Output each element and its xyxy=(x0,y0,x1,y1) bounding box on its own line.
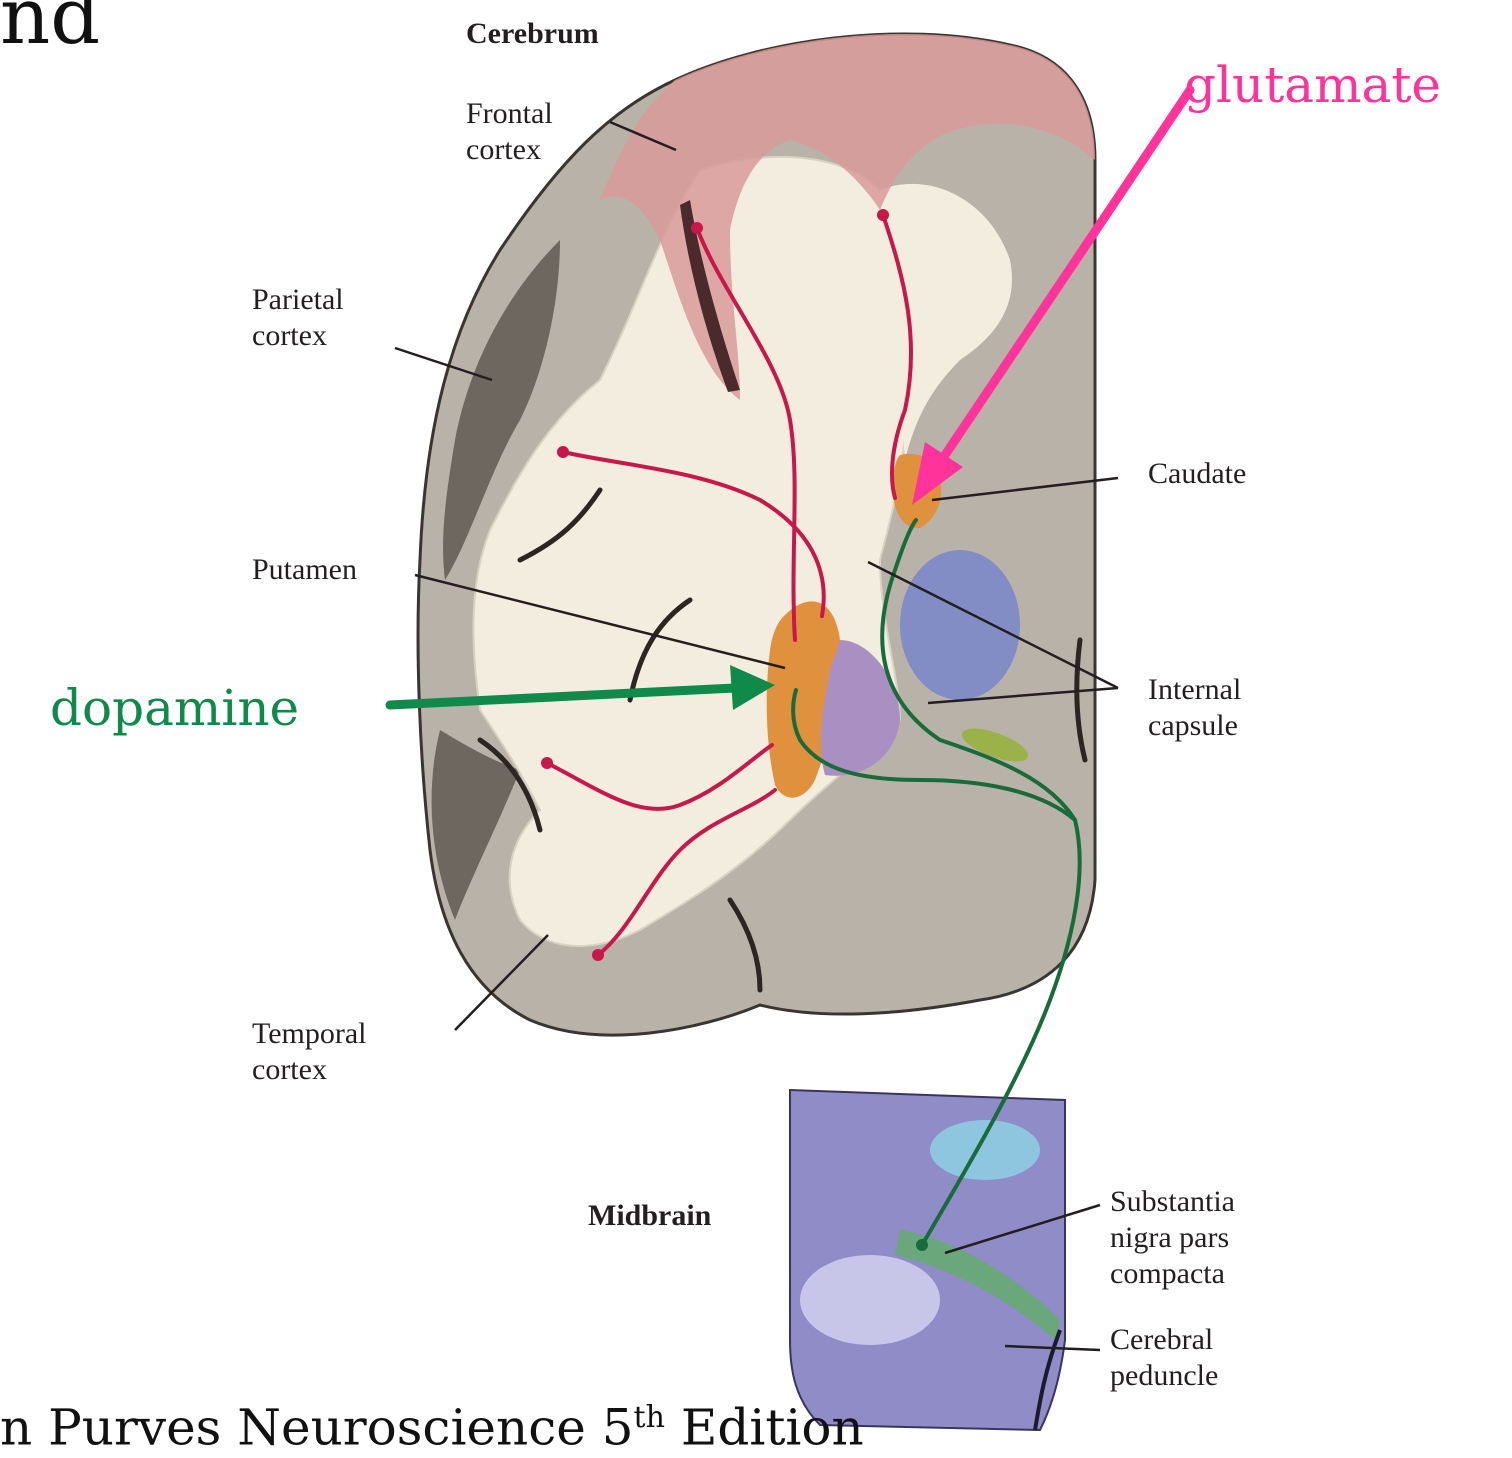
substantia-nigra-cell-body xyxy=(916,1239,928,1251)
putamen-label: Putamen xyxy=(252,552,357,588)
dopamine-annotation: dopamine xyxy=(50,678,299,738)
internal-capsule-label: Internal capsule xyxy=(1148,672,1241,744)
caudate-label: Caudate xyxy=(1148,456,1246,492)
citation-text: n Purves Neuroscience 5th Edition xyxy=(0,1388,864,1458)
parietal-cortex-label: Parietal cortex xyxy=(252,282,344,354)
citation-superscript: th xyxy=(634,1400,665,1435)
substantia-nigra-label: Substantia nigra pars compacta xyxy=(1110,1184,1235,1292)
thalamus-structure xyxy=(900,550,1020,700)
temporal-cortex-label: Temporal cortex xyxy=(252,1016,367,1088)
cerebrum-label: Cerebrum xyxy=(466,16,599,52)
citation-suffix: Edition xyxy=(665,1399,864,1457)
glutamate-annotation: glutamate xyxy=(1184,55,1441,115)
citation-prefix: n Purves Neuroscience 5 xyxy=(0,1399,634,1457)
midbrain-light-region xyxy=(800,1255,940,1345)
cerebral-peduncle-label: Cerebral peduncle xyxy=(1110,1322,1218,1394)
slide-title-fragment: nd xyxy=(0,0,100,62)
midbrain-cyan-region xyxy=(930,1120,1040,1180)
frontal-cortex-label: Frontal cortex xyxy=(466,96,553,168)
midbrain-label: Midbrain xyxy=(588,1198,711,1234)
